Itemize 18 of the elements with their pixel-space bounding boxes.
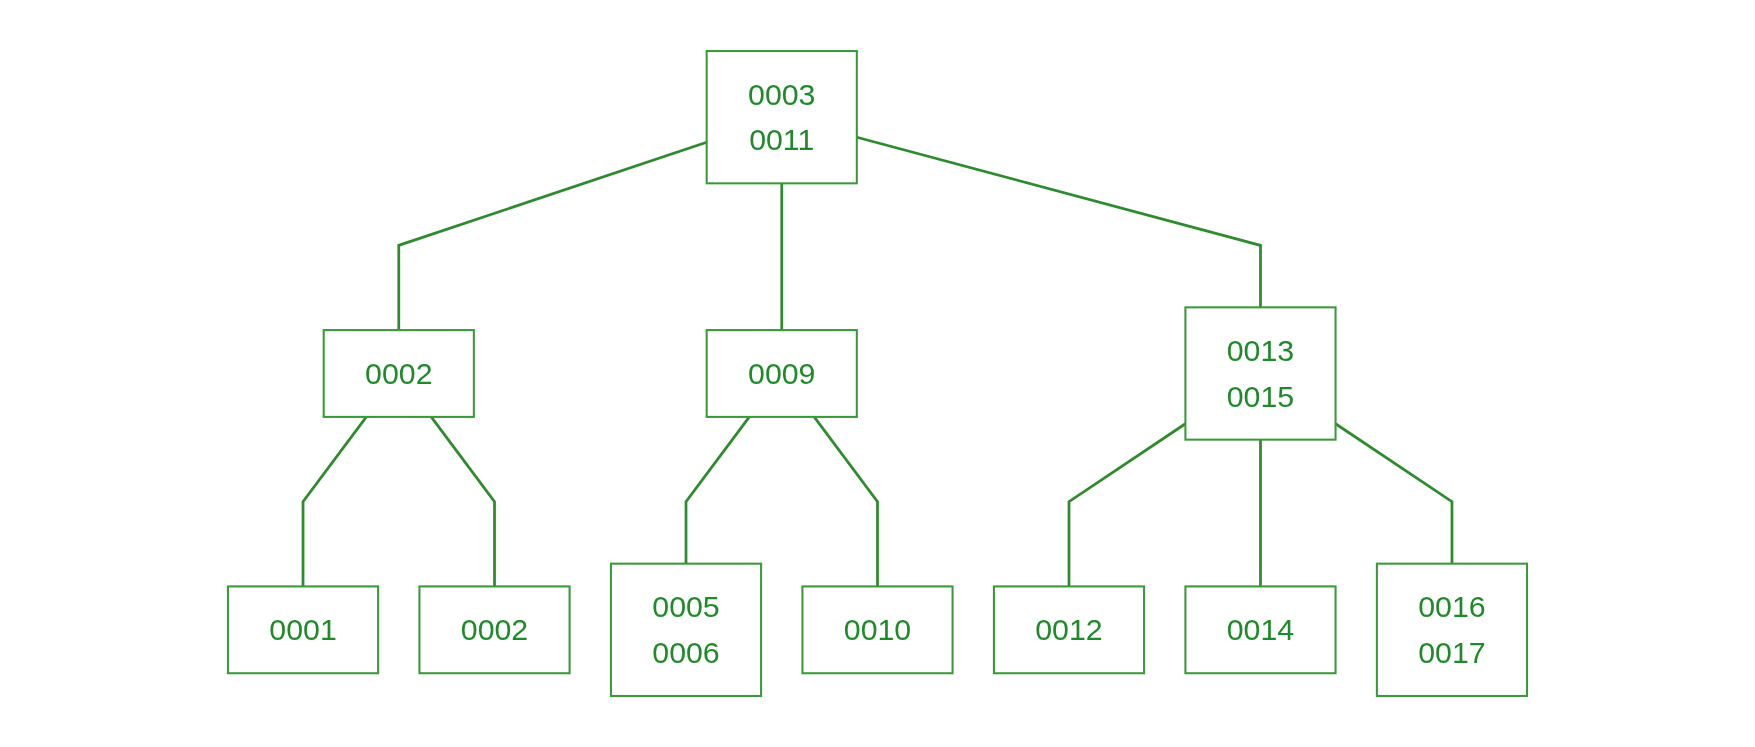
node-box: 0013 0015 bbox=[1184, 306, 1337, 441]
node-box: 0009 bbox=[705, 329, 858, 418]
connector bbox=[856, 135, 1262, 308]
node-box: 0002 bbox=[418, 585, 571, 675]
connector bbox=[1259, 439, 1262, 587]
node-box: 0014 bbox=[1184, 585, 1337, 675]
node-box: 0003 0011 bbox=[705, 50, 858, 185]
node-box: 0016 0017 bbox=[1375, 562, 1529, 697]
connector bbox=[813, 416, 879, 587]
connector bbox=[430, 416, 496, 587]
connector bbox=[684, 416, 751, 564]
node-box: 0001 bbox=[226, 585, 380, 675]
connector bbox=[780, 183, 784, 331]
connector bbox=[301, 416, 368, 587]
node-box: 0002 bbox=[322, 329, 475, 418]
node-box: 0010 bbox=[801, 585, 954, 675]
node-box: 0005 0006 bbox=[609, 562, 763, 697]
node-box: 0012 bbox=[992, 585, 1146, 675]
